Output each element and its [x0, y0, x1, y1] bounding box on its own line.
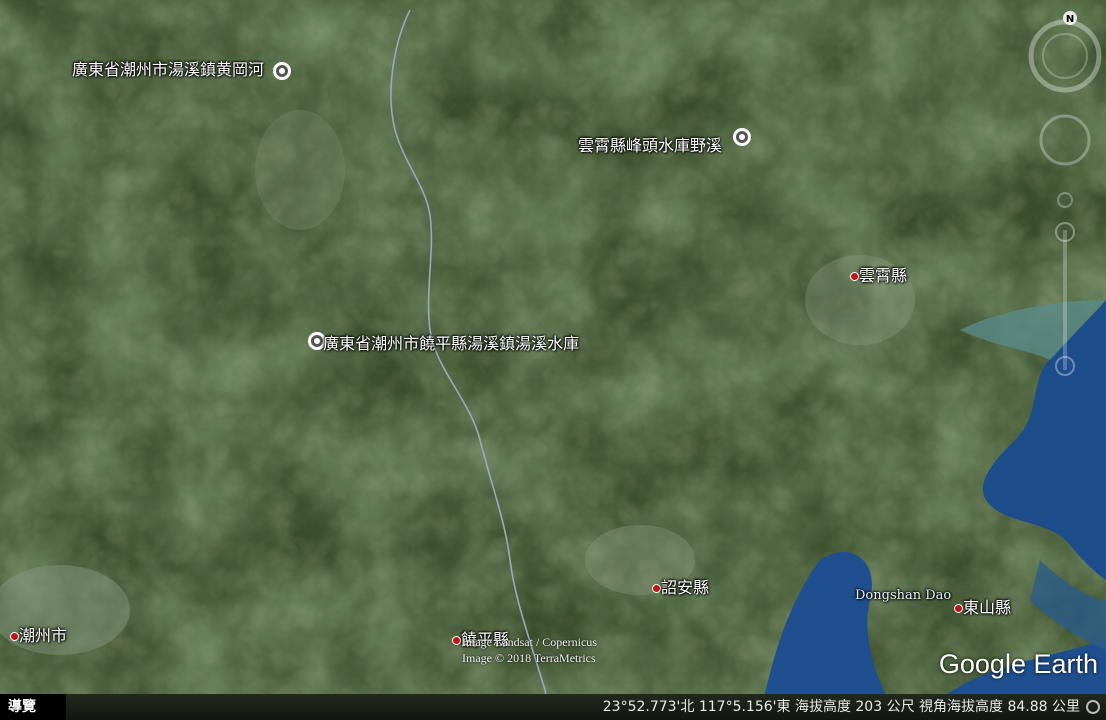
- imagery-attribution: Image Landsat / Copernicus Image © 2018 …: [462, 634, 597, 666]
- zoom-in-button[interactable]: [1055, 222, 1075, 242]
- place-rao-ping[interactable]: 饒平縣: [452, 626, 509, 650]
- google-earth-logo: Google Earth: [938, 649, 1098, 679]
- red-dot-icon: [452, 636, 461, 645]
- place-label: Dongshan Dao: [855, 588, 952, 603]
- zoom-out-button[interactable]: [1055, 356, 1075, 376]
- place-label: 雲霄縣: [859, 266, 908, 285]
- bullseye-icon: [308, 331, 326, 350]
- place-label: 廣東省潮州市湯溪鎮黄岡河: [72, 60, 265, 79]
- zoom-slider-track[interactable]: [1063, 230, 1067, 370]
- place-zhao-an[interactable]: 詔安縣: [652, 574, 709, 598]
- red-dot-icon: [652, 584, 661, 593]
- place-chao-zhou[interactable]: 潮州市: [10, 622, 67, 646]
- bullseye-icon: [733, 127, 752, 146]
- status-bar: 導覽 23°52.773'北 117°5.156'東 海拔高度 203 公尺 視…: [0, 694, 1106, 720]
- place-yun-xiao[interactable]: 雲霄縣: [850, 262, 907, 286]
- bullseye-icon: [273, 61, 292, 80]
- sea: [982, 300, 1106, 580]
- attribution-line: Image © 2018 TerraMetrics: [462, 651, 596, 665]
- border-river: [390, 9, 551, 720]
- north-label: N: [1066, 14, 1074, 25]
- red-dot-icon: [850, 272, 859, 281]
- red-dot-icon: [10, 632, 19, 641]
- street-view-icon[interactable]: [1057, 192, 1073, 208]
- place-label: 詔安縣: [661, 578, 710, 597]
- navigation-controls[interactable]: N: [1026, 10, 1104, 380]
- place-huang-gang-he[interactable]: 廣東省潮州市湯溪鎮黄岡河: [72, 56, 293, 82]
- place-label: 饒平縣: [461, 630, 510, 649]
- place-label: 潮州市: [19, 626, 68, 645]
- look-joystick[interactable]: [1042, 33, 1088, 79]
- move-joystick[interactable]: [1039, 114, 1091, 166]
- place-dongshan-dao: Dongshan Dao: [855, 588, 951, 603]
- red-dot-icon: [954, 604, 963, 613]
- overview-tab[interactable]: 導覽: [0, 694, 66, 720]
- coordinates-readout: 23°52.773'北 117°5.156'東 海拔高度 203 公尺 視角海拔…: [602, 699, 1080, 715]
- place-tang-xi-reservoir[interactable]: 廣東省潮州市饒平縣湯溪鎮湯溪水庫: [306, 326, 580, 353]
- place-dong-shan[interactable]: 東山縣: [954, 594, 1011, 618]
- place-label: 廣東省潮州市饒平縣湯溪鎮湯溪水庫: [323, 334, 580, 353]
- attribution-line: Image Landsat / Copernicus: [462, 635, 597, 649]
- place-label: 雲霄縣峰頭水庫野溪: [578, 136, 723, 155]
- compass-ring[interactable]: [1028, 19, 1102, 93]
- streaming-status-icon: [1086, 700, 1100, 714]
- north-button[interactable]: [1063, 11, 1077, 25]
- place-label: 東山縣: [963, 598, 1012, 617]
- place-feng-tou[interactable]: 雲霄縣峰頭水庫野溪: [578, 127, 753, 158]
